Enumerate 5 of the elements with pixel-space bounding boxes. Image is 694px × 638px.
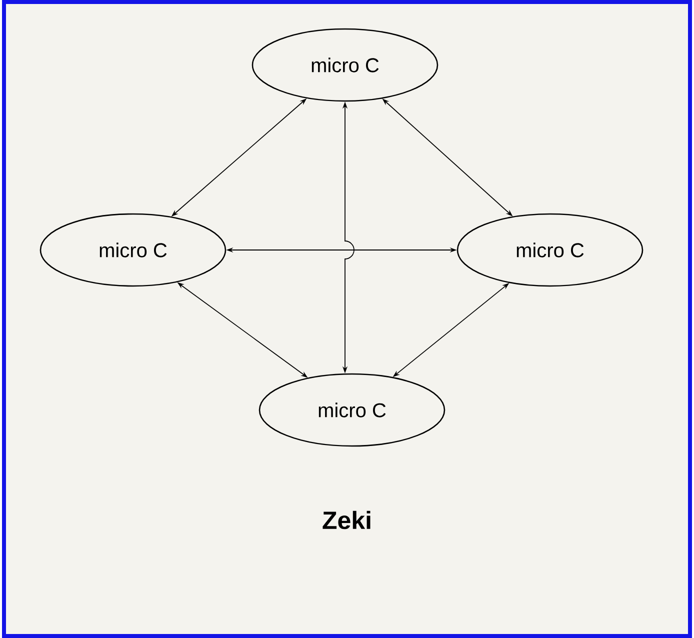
caption: Zeki: [322, 510, 370, 530]
ellipse-node: micro C: [252, 28, 438, 102]
ellipse-node: micro C: [456, 213, 644, 287]
ellipse-node: micro C: [258, 373, 446, 447]
ellipse-node: micro C: [40, 213, 226, 287]
